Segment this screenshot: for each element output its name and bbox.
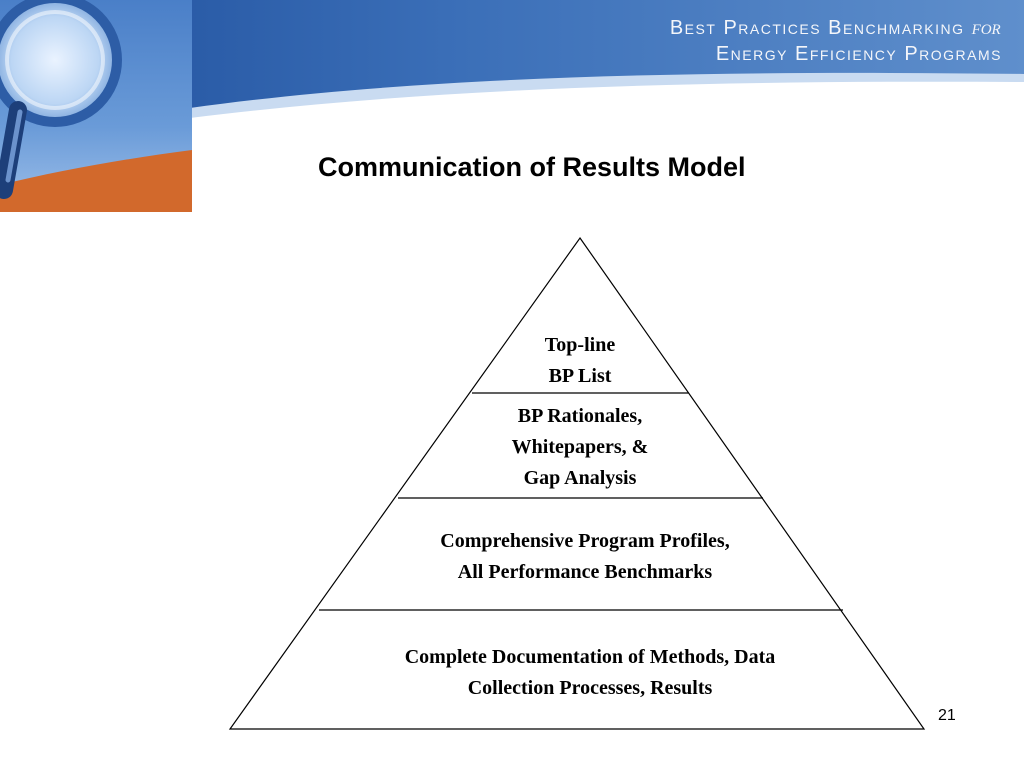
tier-2-line-3: Gap Analysis xyxy=(523,467,637,489)
brand-line1: Best Practices Benchmarking xyxy=(669,17,965,39)
tier-1-line-1: Top-line xyxy=(544,334,616,356)
tier-1-text: Top-line BP List xyxy=(480,330,680,392)
magnifying-glass-icon xyxy=(0,0,122,199)
tier-4-line-2: Collection Processes, Results xyxy=(467,677,713,699)
brand-line2: Energy Efficiency Programs xyxy=(715,43,1002,65)
header-background xyxy=(0,0,1024,212)
tier-3-line-1: Comprehensive Program Profiles, xyxy=(440,530,730,552)
tier-2-line-2: Whitepapers, & xyxy=(511,436,649,458)
header-brand: Best Practices Benchmarking for Energy E… xyxy=(670,14,1002,67)
header-band: Best Practices Benchmarking for Energy E… xyxy=(0,0,1024,212)
tier-1-line-2: BP List xyxy=(548,365,612,387)
tier-2-text: BP Rationales, Whitepapers, & Gap Analys… xyxy=(430,401,730,494)
tier-3-text: Comprehensive Program Profiles, All Perf… xyxy=(355,526,815,588)
tier-4-text: Complete Documentation of Methods, Data … xyxy=(300,642,880,704)
pyramid-outline xyxy=(228,236,926,730)
tier-4-line-1: Complete Documentation of Methods, Data xyxy=(404,646,776,668)
tier-2-line-1: BP Rationales, xyxy=(517,405,643,427)
slide-title: Communication of Results Model xyxy=(318,152,746,182)
page-number: 21 xyxy=(938,707,956,724)
tier-3-line-2: All Performance Benchmarks xyxy=(457,561,713,583)
brand-for: for xyxy=(971,15,1001,39)
